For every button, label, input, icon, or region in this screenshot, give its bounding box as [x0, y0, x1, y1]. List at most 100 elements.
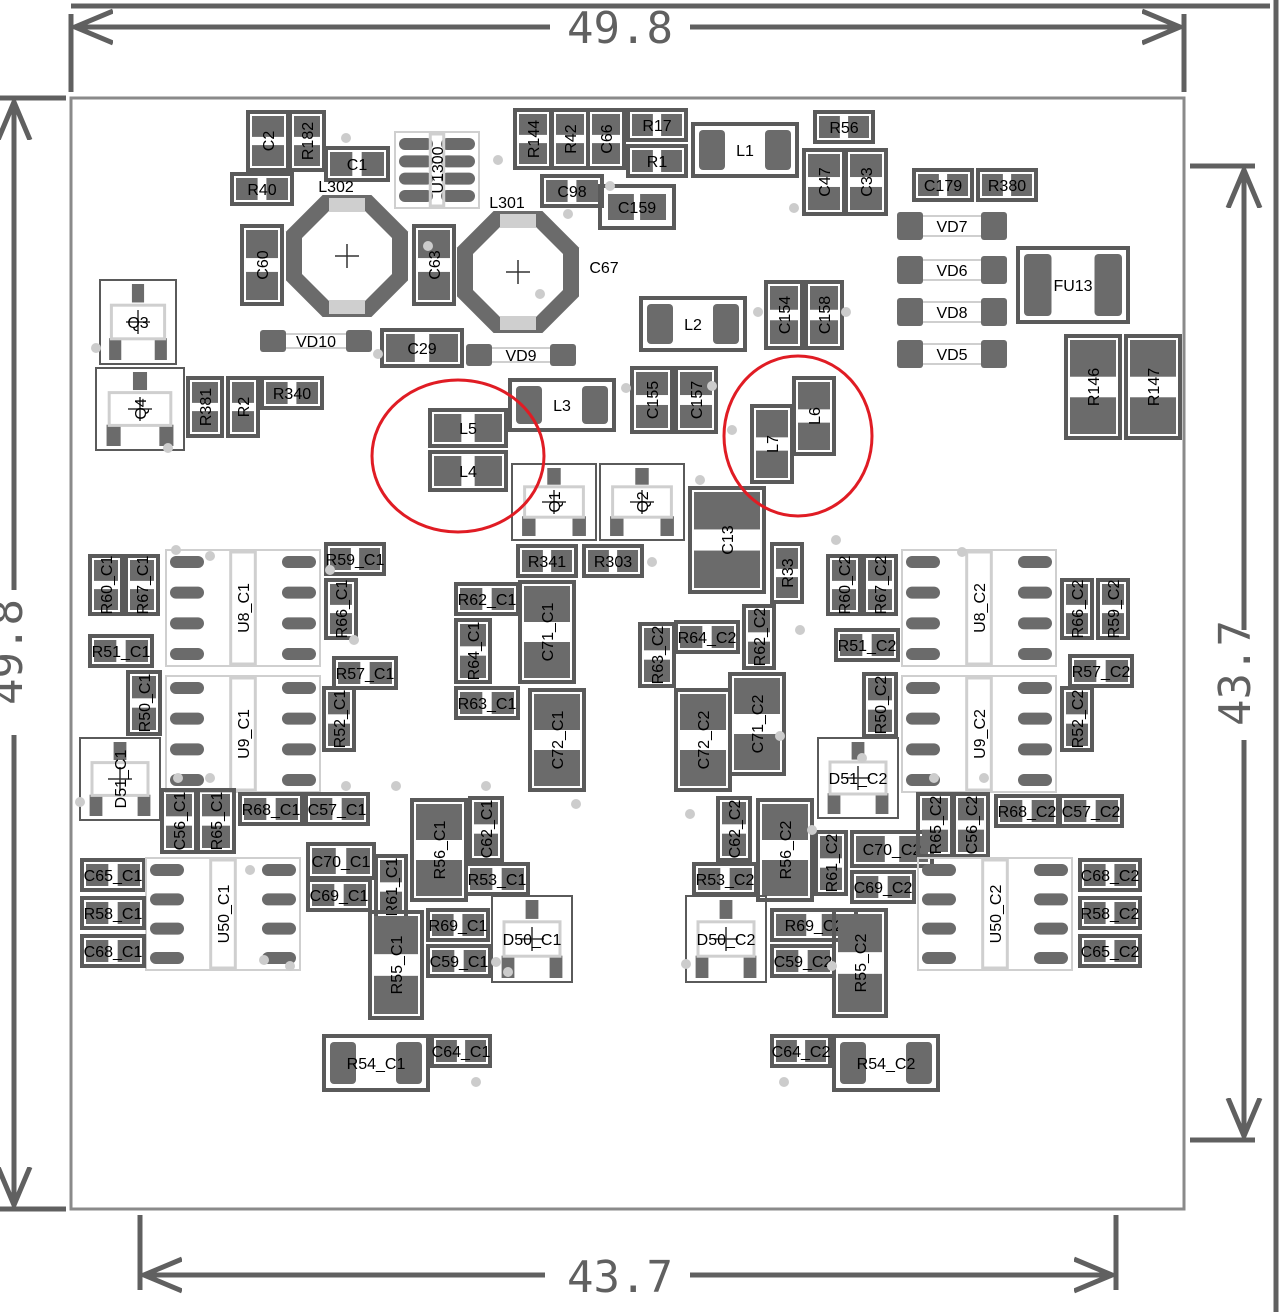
- component-r147: R147: [1124, 334, 1182, 440]
- via-dot: [727, 425, 737, 435]
- via-dot: [605, 181, 615, 191]
- label-c71-c1: C71_C1: [540, 603, 557, 662]
- label-r56-c1: R56_C1: [432, 821, 449, 880]
- label-c72-c2: C72_C2: [696, 711, 713, 770]
- component-r55-c2: R55_C2: [832, 908, 888, 1018]
- label-c179: C179: [924, 178, 962, 195]
- label-r62-c2: R62_C2: [752, 608, 769, 667]
- component-c66: C66: [586, 108, 626, 170]
- component-vd8: VD8: [897, 298, 1007, 326]
- label-r42: R42: [563, 124, 580, 153]
- label-c63: C63: [427, 250, 444, 279]
- label-r146: R146: [1086, 368, 1103, 406]
- via-dot: [173, 773, 183, 783]
- component-c72-c2: C72_C2: [674, 688, 732, 792]
- component-r59-c2: R59_C2: [1096, 578, 1130, 640]
- component-vd7: VD7: [897, 212, 1007, 240]
- component-c2: C2: [246, 110, 290, 172]
- label-r69-c1: R69_C1: [429, 918, 488, 935]
- component-c62-c1: C62_C1: [468, 796, 504, 862]
- label-r381: R381: [198, 388, 215, 426]
- label-r51-c1: R51_C1: [92, 644, 151, 661]
- component-r33: R33: [770, 542, 804, 604]
- label-r144: R144: [526, 120, 543, 158]
- label-q1: Q1: [547, 491, 564, 512]
- label-r67-c1: R67_C1: [135, 556, 152, 615]
- component-r60-c1: R60_C1: [88, 554, 124, 616]
- label-r60-c1: R60_C1: [99, 556, 116, 615]
- component-r341: R341: [516, 544, 578, 578]
- component-vd5: VD5: [897, 340, 1007, 368]
- label-u50-c2: U50_C2: [988, 885, 1005, 944]
- component-r2: R2: [226, 376, 260, 438]
- component-c33: C33: [844, 148, 888, 216]
- dimension-right: [1190, 0, 1279, 1312]
- component-r51-c2: R51_C2: [834, 628, 900, 662]
- component-r56: R56: [813, 110, 875, 144]
- label-r61-c1: R61_C1: [384, 858, 401, 917]
- component-c13: C13: [688, 486, 766, 594]
- via-dot: [423, 241, 433, 251]
- via-dot: [341, 781, 351, 791]
- label-d51-c2: D51_C2: [829, 771, 888, 788]
- label-r1: R1: [647, 154, 668, 171]
- via-dot: [563, 209, 573, 219]
- label-r53-c1: R53_C1: [468, 872, 527, 889]
- component-c56-c2: C56_C2: [952, 792, 990, 858]
- label-l7: L7: [765, 435, 782, 453]
- label-r54-c1: R54_C1: [347, 1056, 406, 1073]
- component-r57-c1: R57_C1: [332, 656, 398, 690]
- label-r52-c1: R52_C1: [332, 690, 349, 749]
- component-r58-c2: R58_C2: [1078, 896, 1142, 930]
- component-r56-c1: R56_C1: [410, 798, 468, 902]
- label-c71-c2: C71_C2: [750, 695, 767, 754]
- label-vd8: VD8: [936, 305, 967, 322]
- via-dot: [245, 865, 255, 875]
- via-dot: [285, 961, 295, 971]
- label-r58-c1: R58_C1: [84, 906, 143, 923]
- component-d51-c1: D51_C1: [79, 737, 161, 821]
- via-dot: [205, 551, 215, 561]
- component-c64-c1: C64_C1: [430, 1034, 492, 1068]
- via-dot: [979, 773, 989, 783]
- label-c59-c1: C59_C1: [430, 954, 489, 971]
- component-l7: L7: [750, 404, 794, 484]
- label-c47: C47: [817, 167, 834, 196]
- via-dot: [841, 307, 851, 317]
- component-c154: C154: [764, 280, 804, 350]
- label-r57-c2: R57_C2: [1072, 664, 1131, 681]
- component-r61-c2: R61_C2: [814, 830, 848, 896]
- component-c57-c2: C57_C2: [1058, 794, 1124, 828]
- component-r60-c2: R60_C2: [826, 554, 862, 616]
- label-c1: C1: [347, 157, 368, 174]
- label-l5: L5: [459, 421, 477, 438]
- label-u9-c1: U9_C1: [236, 709, 253, 759]
- component-r381: R381: [186, 376, 224, 438]
- component-d50-c2: D50_C2: [685, 895, 767, 983]
- via-dot: [535, 289, 545, 299]
- label-c68-c2: C68_C2: [1081, 868, 1140, 885]
- label-r59-c2: R59_C2: [1106, 580, 1123, 639]
- via-dot: [163, 443, 173, 453]
- dimension-bottom: [137, 1215, 1119, 1290]
- label-r54-c2: R54_C2: [857, 1056, 916, 1073]
- component-q4: Q4: [95, 367, 185, 451]
- label-q3: Q3: [127, 315, 148, 332]
- component-r58-c1: R58_C1: [80, 896, 146, 930]
- via-dot: [753, 307, 763, 317]
- label-c69-c2: C69_C2: [854, 880, 913, 897]
- label-r68-c2: R68_C2: [998, 804, 1057, 821]
- label-d50-c2: D50_C2: [697, 932, 756, 949]
- component-c155: C155: [630, 366, 674, 434]
- via-dot: [349, 635, 359, 645]
- label-fu13: FU13: [1053, 278, 1092, 295]
- component-vd9: VD9: [466, 344, 576, 366]
- component-c72-c1: C72_C1: [528, 688, 586, 792]
- component-r66-c1: R66_C1: [324, 578, 358, 640]
- component-r69-c1: R69_C1: [426, 908, 490, 942]
- component-c65-c1: C65_C1: [80, 858, 146, 892]
- label-c64-c2: C64_C2: [772, 1044, 831, 1061]
- via-dot: [695, 475, 705, 485]
- component-r53-c2: R53_C2: [692, 862, 758, 896]
